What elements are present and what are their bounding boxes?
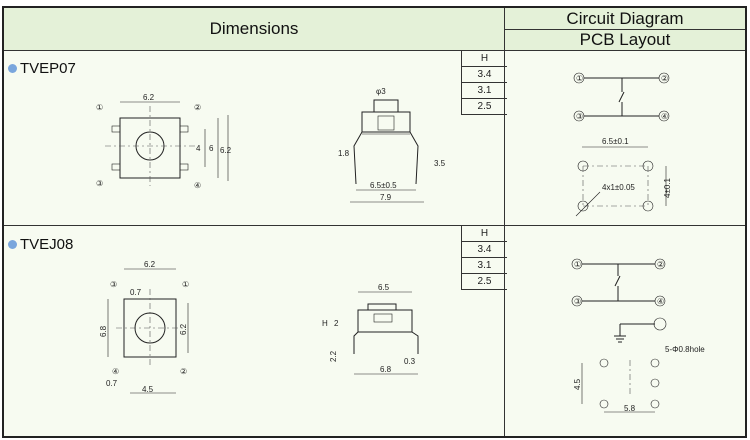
height-value: 3.4 — [462, 67, 507, 83]
row-divider — [4, 225, 745, 226]
tvej08-top-view: 6.2 ③ ① 0.7 6.8 6.2 ④ ② 0.7 4.5 — [99, 260, 189, 394]
model-tvej08: TVEJ08 — [8, 236, 73, 253]
pin-label: ② — [657, 260, 664, 269]
dim-label: 4.5 — [573, 378, 582, 390]
pcb-layout-header: PCB Layout — [505, 30, 745, 51]
dim-label: 1.8 — [338, 149, 350, 158]
dim-label: 2.2 — [329, 350, 338, 362]
height-header: H — [462, 51, 507, 67]
dim-label: 7.9 — [380, 193, 392, 202]
bullet-icon — [8, 240, 17, 249]
pin-label: ① — [576, 74, 583, 83]
ground-icon — [614, 323, 655, 343]
model-tvep07: TVEP07 — [8, 60, 76, 77]
tvep07-circuit-pcb: ① ② ③ ④ 6.5±0.1 4x1±0.05 4±0.1 — [573, 72, 672, 217]
dim-label: 6.2 — [144, 260, 156, 269]
dim-label: 0.7 — [130, 288, 142, 297]
pin-label: ③ — [96, 179, 103, 188]
height-header: H — [462, 226, 507, 242]
pin-label: ③ — [110, 280, 117, 289]
dim-label: 6.2 — [179, 323, 188, 335]
pin-label: ④ — [657, 297, 664, 306]
dim-label: 6.5±0.1 — [602, 137, 629, 146]
dim-label: 6.2 — [220, 146, 232, 155]
model-label: TVEP07 — [20, 60, 76, 77]
pin-label: ② — [194, 103, 201, 112]
height-value: 2.5 — [462, 99, 507, 115]
model-label: TVEJ08 — [20, 236, 74, 253]
pin-label: ④ — [194, 181, 201, 190]
dim-label: 3.5 — [434, 159, 446, 168]
dim-label: 2 — [334, 319, 339, 328]
pin-label: ② — [661, 74, 668, 83]
column-divider — [504, 8, 505, 436]
height-value: 3.1 — [462, 83, 507, 99]
dim-label: H — [322, 319, 328, 328]
height-value: 3.1 — [462, 258, 507, 274]
dim-label: 5.8 — [624, 404, 636, 413]
dim-label: 4 — [196, 144, 201, 153]
dim-label: 4±0.1 — [663, 177, 672, 198]
tvep07-side-view: φ3 1.8 3.5 6.5±0.5 7.9 — [338, 87, 446, 203]
tvej08-side-view: 6.5 H 2 2.2 0.3 6.8 — [322, 283, 419, 375]
pin-label: ④ — [112, 367, 119, 376]
pin-label: ③ — [574, 297, 581, 306]
pin-label: ① — [182, 280, 189, 289]
dim-label: 6.8 — [380, 365, 392, 374]
dim-label: 6.5 — [378, 283, 390, 292]
pin-label: ③ — [576, 112, 583, 121]
dim-label: 0.3 — [404, 357, 416, 366]
dim-label: 5-Φ0.8hole — [665, 345, 705, 354]
dim-label: 0.7 — [106, 379, 118, 388]
pin-label: ① — [574, 260, 581, 269]
pin-label: ② — [180, 367, 187, 376]
height-value: 2.5 — [462, 274, 507, 290]
spec-table: Dimensions Circuit Diagram PCB Layout TV… — [2, 6, 747, 438]
dim-label: 4.5 — [142, 385, 154, 394]
bullet-icon — [8, 64, 17, 73]
pin-label: ④ — [661, 112, 668, 121]
height-value: 3.4 — [462, 242, 507, 258]
pin-label: ① — [96, 103, 103, 112]
height-table: H 3.4 3.1 2.5 — [461, 226, 507, 290]
height-table: H 3.4 3.1 2.5 — [461, 51, 507, 115]
dim-label: 4x1±0.05 — [602, 183, 635, 192]
dimensions-header: Dimensions — [4, 8, 504, 51]
tvep07-top-view: 6.2 ① ② ③ ④ 4 6 6.2 — [96, 93, 232, 190]
tvej08-circuit-pcb: ① ② ③ ④ 5-Φ0.8hole 4.5 5.8 — [571, 258, 705, 413]
dim-label: 6 — [209, 144, 214, 153]
dim-label: φ3 — [376, 87, 386, 96]
dim-label: 6.8 — [99, 325, 108, 337]
circuit-diagram-header: Circuit Diagram — [505, 8, 745, 30]
dim-label: 6.5±0.5 — [370, 181, 397, 190]
dim-label: 6.2 — [143, 93, 155, 102]
